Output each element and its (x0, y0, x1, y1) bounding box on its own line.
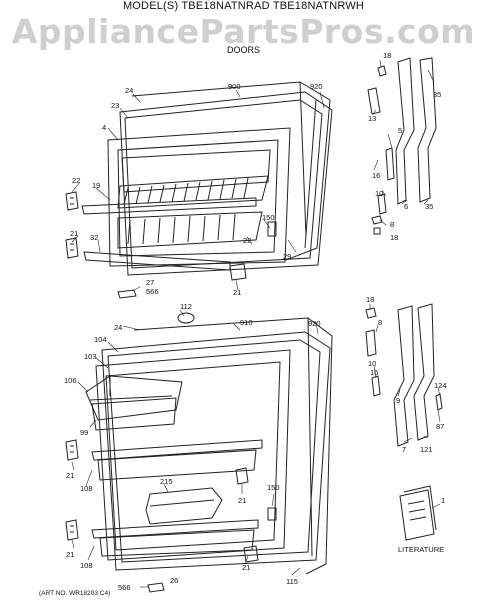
fresh-food-door-panel (133, 317, 333, 575)
callout: 24 (125, 86, 133, 95)
callout: 8 (378, 318, 382, 327)
lower-handle-right (413, 303, 443, 441)
callout: 1 (441, 496, 445, 505)
callout: 22 (243, 236, 251, 245)
strip-26 (147, 582, 165, 593)
freezer-shelf-rail (81, 197, 257, 215)
cap-112 (177, 312, 195, 324)
callout: 106 (64, 376, 77, 385)
freezer-door-liner (107, 127, 291, 267)
callout: 29 (283, 252, 291, 261)
callout: 920 (308, 319, 321, 328)
callout: 35 (433, 90, 441, 99)
lower-door-shelves (91, 439, 263, 557)
fresh-food-door-gasket (101, 331, 331, 571)
callout: 108 (80, 484, 93, 493)
callout: 16 (370, 368, 378, 377)
freezer-lower-shelf (117, 211, 263, 249)
freezer-door-stop (229, 221, 277, 281)
art-number: (ART NO. WR18203 C4) (39, 590, 111, 597)
callout: 108 (80, 561, 93, 570)
callout: 10 (368, 359, 376, 368)
callout: 121 (420, 445, 433, 454)
callout: 19 (92, 181, 100, 190)
callout: 21 (242, 563, 250, 572)
freezer-shelf-brackets (65, 191, 79, 259)
callout: 21 (233, 288, 241, 297)
upper-leader-lines (71, 59, 435, 292)
freezer-door-panel (131, 81, 331, 261)
callout: 18 (383, 51, 391, 60)
dairy-bin (91, 397, 177, 431)
callout: 8 (390, 220, 394, 229)
callout: 150 (262, 213, 275, 222)
egg-bin-215 (145, 487, 223, 525)
callout: 10 (375, 189, 383, 198)
freezer-strip-566 (117, 289, 137, 299)
callout: 4 (102, 123, 106, 132)
callout: 910 (240, 318, 253, 327)
freezer-bottom-rail (83, 251, 231, 271)
callout: 150 (267, 483, 280, 492)
callout: 32 (90, 233, 98, 242)
lower-door-stops (235, 467, 277, 563)
fresh-food-door-liner (95, 349, 291, 561)
lower-handle-left (393, 305, 415, 447)
callout: 920 (310, 82, 323, 91)
upper-hinge-parts (367, 65, 395, 235)
callout: 35 (425, 202, 433, 211)
callout: 104 (94, 335, 107, 344)
model-title: MODEL(S) TBE18NATNRAD TBE18NATNRWH (122, 0, 365, 12)
callout: 124 (434, 381, 447, 390)
callout: 21 (66, 471, 74, 480)
callout: 7 (402, 445, 406, 454)
callout: 16 (372, 171, 380, 180)
section-title: DOORS (226, 45, 260, 55)
callout: 24 (114, 323, 122, 332)
callout: 21 (238, 496, 246, 505)
callout: 18 (366, 295, 374, 304)
lower-shelf-brackets (65, 439, 79, 541)
watermark-text: AppliancePartsPros.com (11, 12, 476, 51)
callout: 112 (180, 302, 192, 311)
callout: 115 (286, 577, 298, 586)
callout: 27 (146, 278, 154, 287)
callout: 18 (390, 233, 398, 242)
literature-label: LITERATURE (398, 545, 444, 554)
callout: 9 (396, 396, 400, 405)
callout: 99 (80, 428, 88, 437)
callout: 900 (228, 82, 241, 91)
callout: 215 (160, 477, 173, 486)
callout: 26 (170, 576, 178, 585)
callout: 21 (66, 550, 74, 559)
callout: 23 (111, 101, 119, 110)
callout: 6 (404, 202, 408, 211)
dairy-compartment (85, 375, 183, 421)
callout-labels: 18 900 920 35 24 23 13 5 4 22 19 16 10 6… (64, 51, 447, 592)
lower-leader-lines (71, 304, 441, 588)
callout: 21 (70, 229, 78, 238)
upper-handle-right (417, 57, 437, 203)
callout: 566 (146, 287, 159, 296)
callout: 22 (72, 176, 80, 185)
upper-handle-left (395, 57, 415, 205)
callout: 5 (398, 126, 402, 135)
callout: 13 (368, 114, 376, 123)
callout: 87 (436, 422, 444, 431)
callout: 103 (84, 352, 97, 361)
literature-booklet (399, 485, 437, 541)
freezer-upper-shelf (117, 175, 269, 209)
callout: 566 (118, 583, 131, 592)
